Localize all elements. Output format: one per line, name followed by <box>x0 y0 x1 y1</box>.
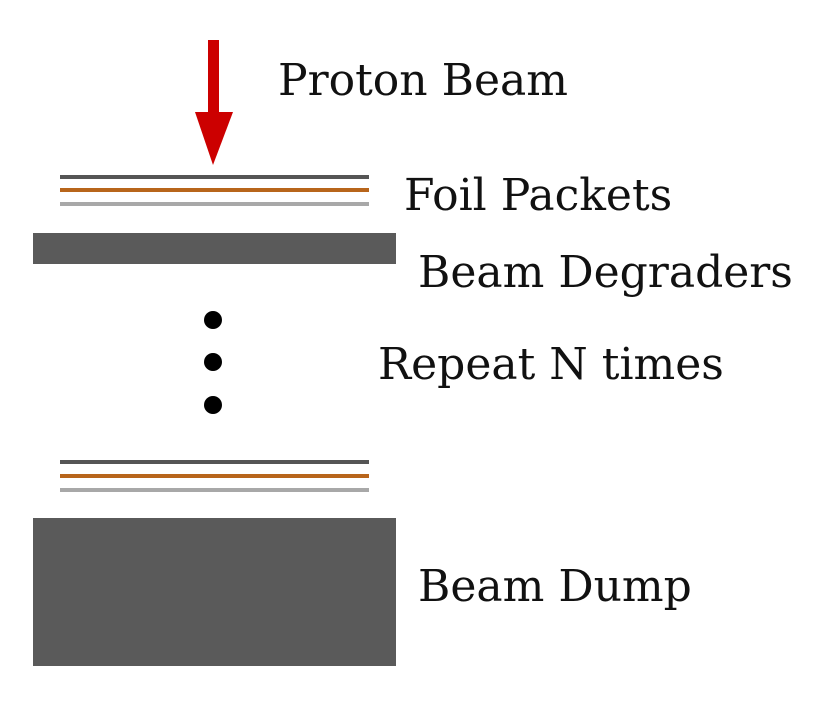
foil-packet-bottom <box>60 460 369 492</box>
beam-degraders-label: Beam Degraders <box>418 247 793 298</box>
proton-beam-label: Proton Beam <box>278 55 568 106</box>
foil-packet-top <box>60 175 369 206</box>
down-arrow-icon <box>195 112 233 165</box>
ellipsis-dot <box>204 396 222 414</box>
vertical-ellipsis-icon <box>204 311 222 414</box>
foil-layer-copper <box>60 188 369 192</box>
foil-layer-dark <box>60 175 369 179</box>
arrow-shaft <box>208 40 219 118</box>
repeat-n-times-label: Repeat N times <box>378 339 724 390</box>
foil-layer-dark <box>60 460 369 464</box>
foil-packets-label: Foil Packets <box>404 170 672 221</box>
beam-dump-block <box>33 518 396 666</box>
ellipsis-dot <box>204 353 222 371</box>
beam-degrader-plate <box>33 233 396 264</box>
proton-beam-arrow <box>195 40 233 165</box>
foil-layer-light <box>60 488 369 492</box>
beam-dump-label: Beam Dump <box>418 561 692 612</box>
foil-layer-copper <box>60 474 369 478</box>
foil-layer-light <box>60 202 369 206</box>
ellipsis-dot <box>204 311 222 329</box>
